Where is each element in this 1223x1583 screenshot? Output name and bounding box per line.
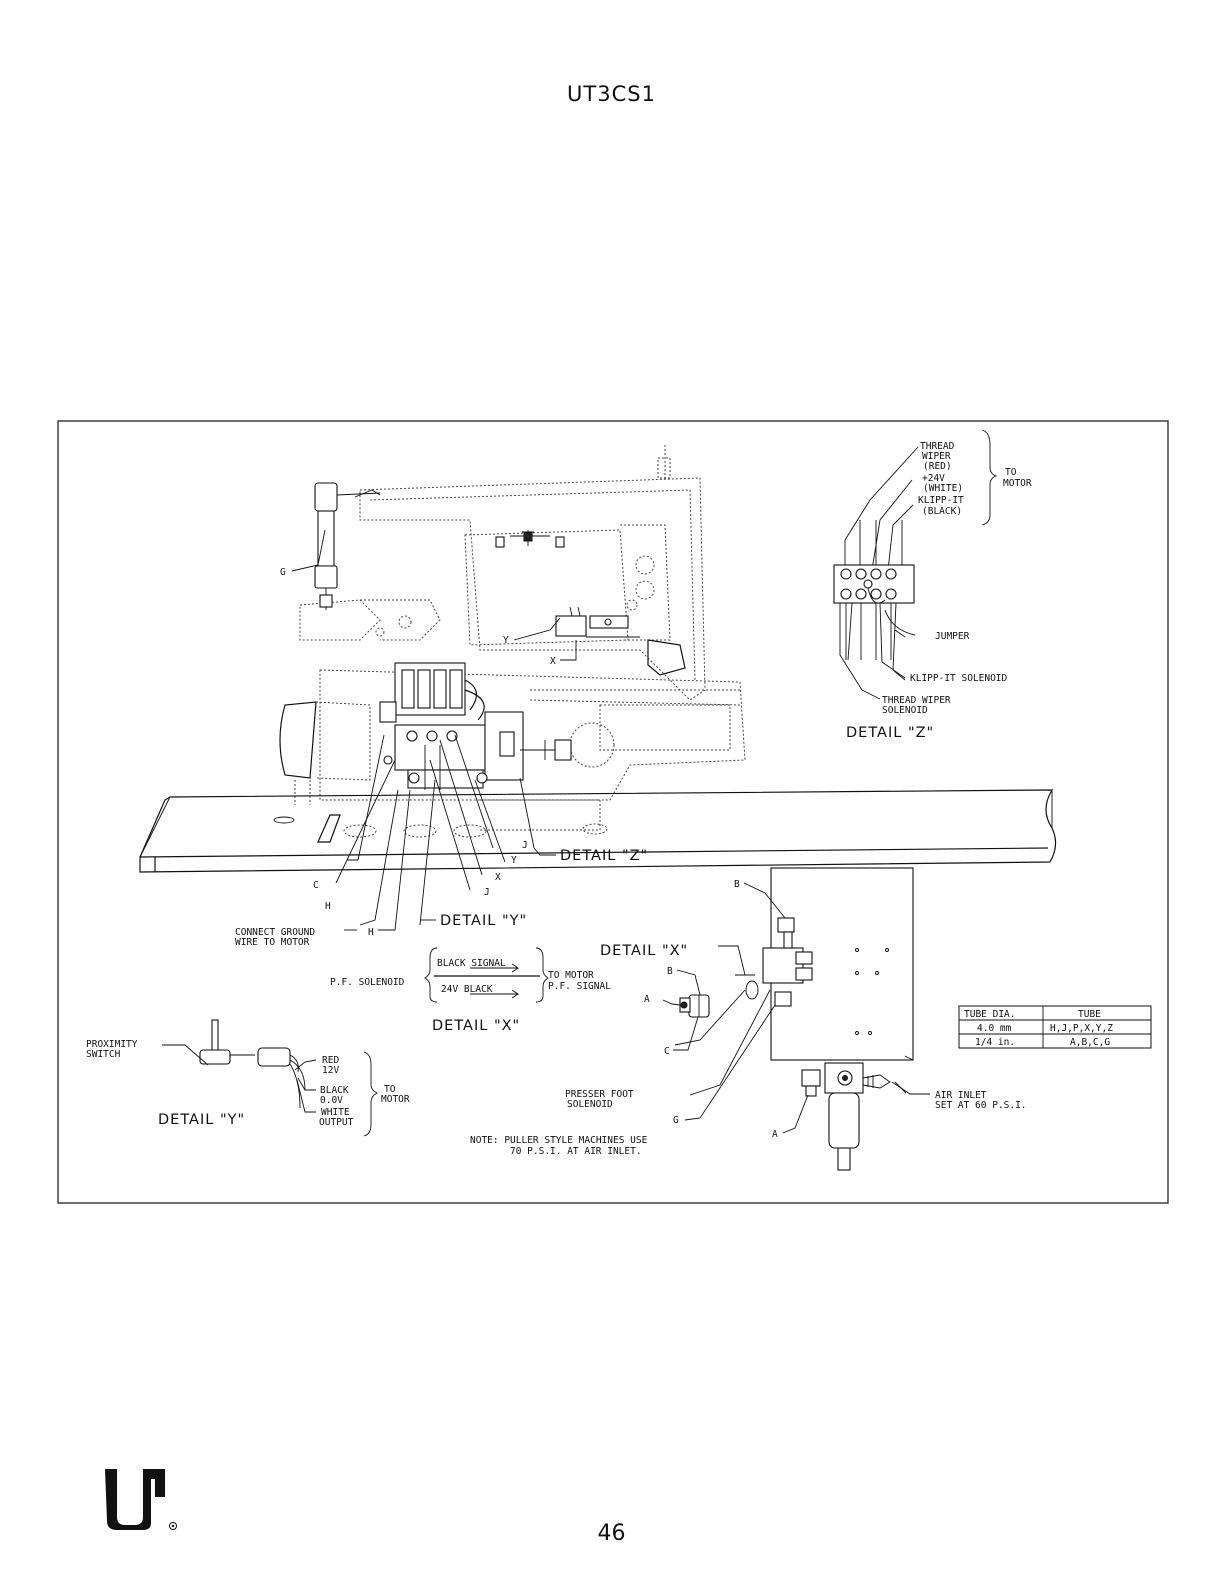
detail-z-thread-wiper-color: (RED): [923, 461, 952, 472]
page-number: 46: [597, 1521, 626, 1546]
figure-frame: [57, 420, 1169, 1204]
proximity-switch-label: PROXIMITY: [86, 1039, 138, 1050]
black-wire-voltage: 0.0V: [320, 1095, 343, 1106]
detail-z-klipp-color: (BLACK): [922, 506, 962, 517]
thread-wiper-cylinder: [314, 482, 381, 610]
label-c: C: [664, 1046, 670, 1057]
detail-z-thread-wiper-label: WIPER: [922, 451, 951, 462]
label-b: B: [734, 879, 740, 890]
air-inlet-label: AIR INLET: [935, 1090, 987, 1101]
label-h: H: [325, 901, 331, 912]
label-x: X: [495, 872, 501, 883]
label-g: G: [673, 1115, 679, 1126]
puller-note: 70 P.S.I. AT AIR INLET.: [510, 1146, 642, 1157]
tube-table-cell: 4.0 mm: [977, 1023, 1012, 1034]
connect-ground-label: WIRE TO MOTOR: [235, 937, 310, 948]
label-a: A: [772, 1129, 778, 1140]
detail-z-to-motor: TO: [1005, 467, 1017, 478]
tube-table-header-dia: TUBE DIA.: [964, 1009, 1015, 1020]
proximity-switch-label: SWITCH: [86, 1049, 121, 1060]
pf-signal-label: P.F. SIGNAL: [548, 981, 611, 992]
detail-y-to-motor: TO: [384, 1084, 396, 1095]
tube-table-cell: H,J,P,X,Y,Z: [1050, 1023, 1113, 1034]
presser-foot-label: SOLENOID: [567, 1099, 613, 1110]
detail-y-to-motor: MOTOR: [381, 1094, 410, 1105]
detail-z-drawing: [833, 429, 998, 691]
label-y: Y: [503, 635, 509, 646]
label-j: J: [522, 840, 528, 851]
detail-x-title: DETAIL "X": [600, 943, 688, 959]
detail-z-thread-wiper-solenoid-label: THREAD WIPER: [882, 695, 951, 706]
white-wire-output: OUTPUT: [319, 1117, 354, 1128]
detail-z-jumper-label: JUMPER: [935, 631, 970, 642]
black-signal-label: BLACK SIGNAL: [437, 958, 506, 969]
connect-ground-label: CONNECT GROUND: [235, 927, 315, 938]
label-g: G: [280, 567, 286, 578]
under-table-air-panel: [735, 867, 914, 1171]
label-c: C: [313, 880, 319, 891]
label-a: A: [644, 994, 650, 1005]
detail-y-drawing: [162, 1019, 379, 1137]
detail-y-reference: DETAIL "Y": [440, 913, 527, 929]
detail-z-title: DETAIL "Z": [846, 725, 934, 741]
company-logo: [105, 1469, 177, 1530]
detail-z-thread-wiper-solenoid-label: SOLENOID: [882, 705, 928, 716]
detail-z-24v-color: (WHITE): [923, 483, 963, 494]
air-inlet-setting: SET AT 60 P.S.I.: [935, 1100, 1027, 1111]
tube-table: TUBE DIA. TUBE 4.0 mm H,J,P,X,Y,Z 1/4 in…: [958, 1005, 1152, 1049]
detail-z-klipp-label: KLIPP-IT: [918, 495, 964, 506]
head-valve-bracket: [495, 530, 686, 676]
tube-table-cell: A,B,C,G: [1070, 1037, 1110, 1048]
detail-z-24v-label: +24V: [922, 473, 945, 484]
pf-solenoid-label: P.F. SOLENOID: [330, 977, 405, 988]
label-j: J: [484, 887, 490, 898]
page-title: UT3CS1: [567, 82, 656, 106]
white-wire-label: WHITE: [321, 1107, 350, 1118]
red-wire-label: RED: [322, 1055, 339, 1066]
tube-table-cell: 1/4 in.: [975, 1037, 1015, 1048]
detail-y-title: DETAIL "Y": [158, 1112, 245, 1128]
red-wire-voltage: 12V: [322, 1065, 339, 1076]
detail-x-title: DETAIL "X": [432, 1018, 520, 1034]
detail-z-reference: DETAIL "Z": [560, 848, 648, 864]
label-y: Y: [511, 855, 517, 866]
leader-lines: [291, 529, 907, 1134]
puller-note: NOTE: PULLER STYLE MACHINES USE: [470, 1135, 648, 1146]
label-x: X: [550, 656, 556, 667]
label-h: H: [368, 927, 374, 938]
valve-block-assembly: [379, 662, 572, 790]
detail-z-thread-wiper-label: THREAD: [920, 441, 955, 452]
black-24v-label: 24V BLACK: [441, 984, 493, 995]
presser-foot-label: PRESSER FOOT: [565, 1089, 634, 1100]
detail-z-to-motor: MOTOR: [1003, 478, 1032, 489]
label-b: B: [667, 966, 673, 977]
detail-z-klipp-solenoid-label: KLIPP-IT SOLENOID: [910, 673, 1008, 684]
detail-x-drawing: [424, 947, 710, 1051]
black-wire-label: BLACK: [320, 1085, 349, 1096]
tube-table-header-tube: TUBE: [1078, 1009, 1101, 1020]
machine-table: [139, 789, 1057, 873]
to-motor-label: TO MOTOR: [548, 970, 594, 981]
